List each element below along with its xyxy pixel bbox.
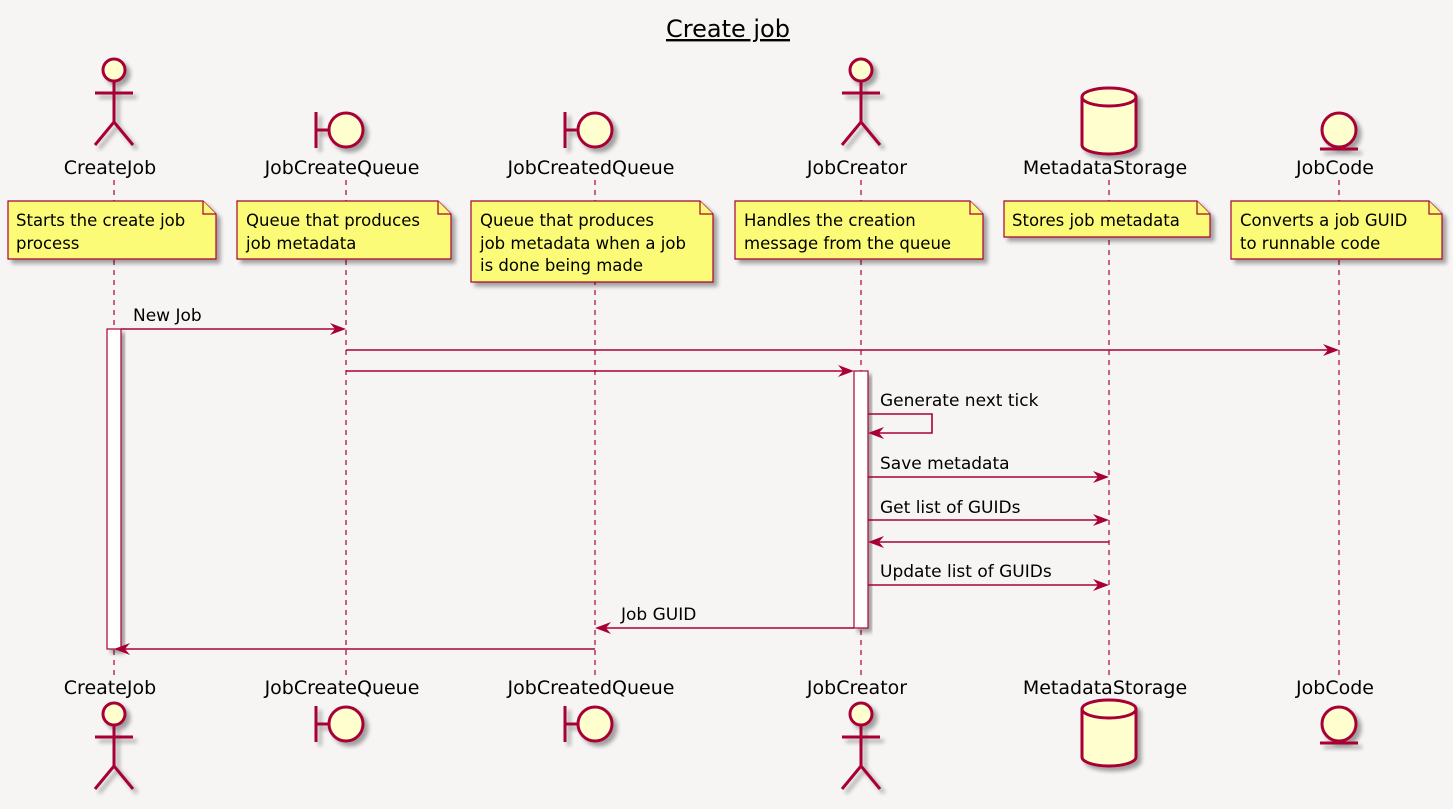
message-arrow bbox=[868, 514, 1109, 526]
note-line: job metadata bbox=[245, 234, 356, 253]
note-line: Stores job metadata bbox=[1012, 211, 1180, 230]
note-line: Starts the create job bbox=[16, 211, 185, 230]
boundary-icon bbox=[563, 111, 614, 149]
message-label: Job GUID bbox=[620, 605, 696, 625]
note: Queue that produces job metadata bbox=[236, 200, 452, 260]
note: Stores job metadata bbox=[1003, 200, 1211, 238]
participant-name-jobcreatequeue: JobCreateQueue bbox=[264, 157, 420, 179]
message-label: Save metadata bbox=[880, 454, 1010, 474]
participant-name-jobcreator: JobCreator bbox=[806, 157, 907, 179]
note: Converts a job GUID to runnable code bbox=[1230, 200, 1443, 260]
diagram-title: Create job bbox=[666, 15, 790, 43]
actor-icon bbox=[840, 57, 882, 146]
message-arrow bbox=[595, 622, 854, 634]
note-line: to runnable code bbox=[1240, 234, 1380, 253]
message-label: Update list of GUIDs bbox=[880, 562, 1052, 582]
note-line: Converts a job GUID bbox=[1240, 211, 1407, 230]
message-label: Get list of GUIDs bbox=[880, 498, 1021, 518]
participant-name-jobcode: JobCode bbox=[1295, 157, 1374, 179]
note: Starts the create job process bbox=[7, 200, 217, 260]
actor-icon bbox=[840, 701, 882, 790]
note-line: is done being made bbox=[480, 256, 643, 275]
note-line: message from the queue bbox=[744, 234, 951, 253]
message-arrow bbox=[868, 536, 1109, 548]
participant-name-jobcreatequeue: JobCreateQueue bbox=[264, 677, 420, 699]
message-arrow bbox=[121, 323, 346, 335]
entity-icon bbox=[1320, 705, 1358, 745]
database-icon bbox=[1080, 698, 1138, 768]
activation-jobcreator bbox=[853, 370, 869, 629]
note-line: process bbox=[16, 234, 79, 253]
participant-name-jobcreatedqueue: JobCreatedQueue bbox=[507, 157, 675, 179]
message-label: New Job bbox=[133, 306, 202, 326]
message-arrow bbox=[114, 643, 595, 655]
participant-name-jobcreator: JobCreator bbox=[806, 677, 907, 699]
message-arrow bbox=[346, 365, 854, 377]
participant-name-metadatastorage: MetadataStorage bbox=[1023, 157, 1187, 179]
participant-name-createjob: CreateJob bbox=[64, 157, 156, 179]
participant-name-jobcode: JobCode bbox=[1295, 677, 1374, 699]
note-line: Queue that produces bbox=[480, 211, 654, 230]
note: Queue that produces job metadata when a … bbox=[470, 200, 714, 283]
entity-icon bbox=[1320, 111, 1358, 151]
message-arrow bbox=[868, 579, 1109, 591]
note-line: Queue that produces bbox=[246, 211, 420, 230]
participant-name-jobcreatedqueue: JobCreatedQueue bbox=[507, 677, 675, 699]
activation-createjob bbox=[106, 328, 122, 650]
participant-name-metadatastorage: MetadataStorage bbox=[1023, 677, 1187, 699]
actor-icon bbox=[93, 57, 135, 146]
message-arrow bbox=[346, 344, 1339, 356]
database-icon bbox=[1080, 86, 1138, 156]
actor-icon bbox=[93, 701, 135, 790]
boundary-icon bbox=[563, 705, 614, 743]
boundary-icon bbox=[314, 705, 365, 743]
message-arrow bbox=[868, 471, 1109, 483]
boundary-icon bbox=[314, 111, 365, 149]
message-label: Generate next tick bbox=[880, 391, 1039, 411]
participant-name-createjob: CreateJob bbox=[64, 677, 156, 699]
note-line: Handles the creation bbox=[744, 211, 916, 230]
note-line: job metadata when a job bbox=[479, 234, 686, 253]
message-arrow bbox=[868, 413, 933, 439]
note: Handles the creation message from the qu… bbox=[734, 200, 984, 260]
